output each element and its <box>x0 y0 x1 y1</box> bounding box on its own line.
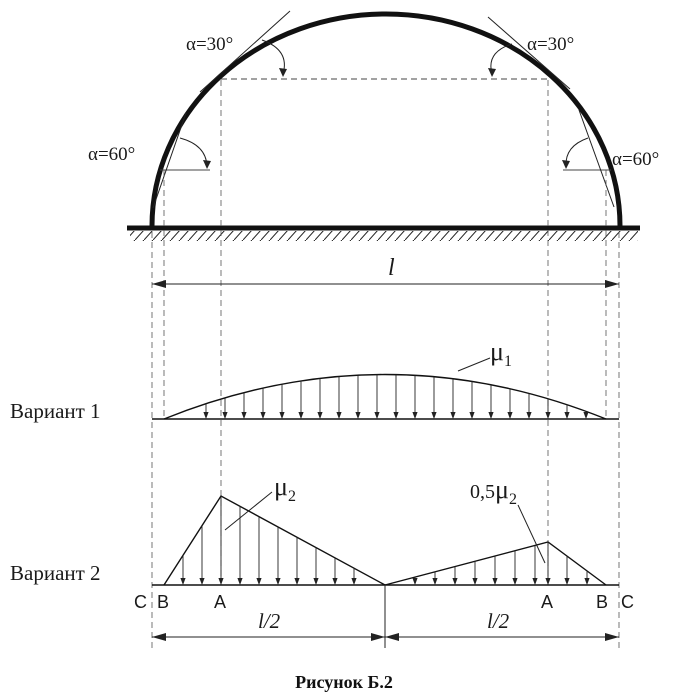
load-arrowhead <box>526 412 532 419</box>
variant2-leader-right <box>517 504 546 564</box>
variant2-load-left <box>163 495 386 586</box>
load-arrowhead <box>431 412 437 419</box>
load-arrowhead <box>332 578 338 585</box>
variant2-leader-left <box>224 491 273 531</box>
angle-label-60-right: α=60° <box>612 149 659 170</box>
variant2-half-coef-label: 0,5μ2 <box>470 475 517 508</box>
projection-lines <box>151 80 620 648</box>
load-arrowhead <box>336 412 342 419</box>
load-arrowhead <box>275 578 281 585</box>
load-arrowhead <box>279 412 285 419</box>
load-arrowhead <box>317 412 323 419</box>
span-label: l <box>388 255 395 281</box>
load-arrowhead <box>564 578 570 585</box>
load-arrowhead <box>260 412 266 419</box>
load-arrowhead <box>545 578 551 585</box>
variant1-title: Вариант 1 <box>10 399 101 423</box>
point-b-left: B <box>157 592 169 612</box>
variant2-load-arrows <box>180 496 590 585</box>
angle-arrow-30-left <box>279 68 287 77</box>
tangent-60-right <box>578 109 615 208</box>
tangent-30-left <box>199 10 291 93</box>
point-c-right: C <box>621 592 634 612</box>
angle-arrow-60-right <box>562 160 570 169</box>
load-arrowhead <box>298 412 304 419</box>
load-arrowhead <box>432 578 438 585</box>
load-arrowhead <box>313 578 319 585</box>
load-arrowhead <box>584 578 590 585</box>
angle-label-60-left: α=60° <box>88 144 135 165</box>
load-arrowhead <box>351 578 357 585</box>
load-arrowhead <box>507 412 513 419</box>
ground-hatching <box>130 231 638 241</box>
load-arrowhead <box>222 412 228 419</box>
load-arrowhead <box>237 578 243 585</box>
variant2-title: Вариант 2 <box>10 561 101 585</box>
load-arrowhead <box>218 578 224 585</box>
load-arrowhead <box>355 412 361 419</box>
variant1-leader <box>457 357 491 372</box>
point-c-left: C <box>134 592 147 612</box>
variant2-group: Вариант 2 μ2 0,5μ2 C B A A B C <box>10 472 634 648</box>
load-arrowhead <box>199 578 205 585</box>
load-arrowhead <box>583 412 589 419</box>
point-a-right: A <box>541 592 553 612</box>
load-arrowhead <box>492 578 498 585</box>
load-arrowhead <box>412 578 418 585</box>
tangent-30-right <box>487 16 571 90</box>
variant2-coef-label: μ2 <box>274 472 296 505</box>
arch-group: α=30° α=30° α=60° α=60° <box>88 10 659 241</box>
load-arrowhead <box>452 578 458 585</box>
load-arrowhead <box>203 412 209 419</box>
angle-label-30-left: α=30° <box>186 34 233 55</box>
half-span-label-right: l/2 <box>487 609 510 633</box>
tangent-60-left <box>152 112 187 209</box>
variant1-load-arrows <box>203 374 589 419</box>
variant1-coef-label: μ1 <box>490 337 512 370</box>
span-dimension: l <box>152 255 619 288</box>
angle-arrow-30-right <box>488 68 496 77</box>
angle-arrow-60-left <box>203 160 211 169</box>
load-arrowhead <box>545 412 551 419</box>
load-arrowhead <box>472 578 478 585</box>
load-arrowhead <box>564 412 570 419</box>
half-span-dimensions: l/2 l/2 <box>152 609 619 641</box>
angle-label-30-right: α=30° <box>527 34 574 55</box>
load-arrowhead <box>469 412 475 419</box>
variant1-group: Вариант 1 μ1 <box>10 337 619 423</box>
load-arrowhead <box>256 578 262 585</box>
load-arrowhead <box>374 412 380 419</box>
load-arrowhead <box>241 412 247 419</box>
load-arrowhead <box>180 578 186 585</box>
load-arrowhead <box>512 578 518 585</box>
load-arrowhead <box>294 578 300 585</box>
load-arrowhead <box>488 412 494 419</box>
arch-roof <box>149 11 623 227</box>
load-arrowhead <box>532 578 538 585</box>
point-b-right: B <box>596 592 608 612</box>
load-arrowhead <box>450 412 456 419</box>
half-span-label-left: l/2 <box>258 609 281 633</box>
figure-caption: Рисунок Б.2 <box>295 672 393 692</box>
variant1-load-curve <box>163 373 607 420</box>
angle-arc-60-left <box>179 137 208 167</box>
load-arrowhead <box>393 412 399 419</box>
load-arrowhead <box>412 412 418 419</box>
point-a-left: A <box>214 592 226 612</box>
